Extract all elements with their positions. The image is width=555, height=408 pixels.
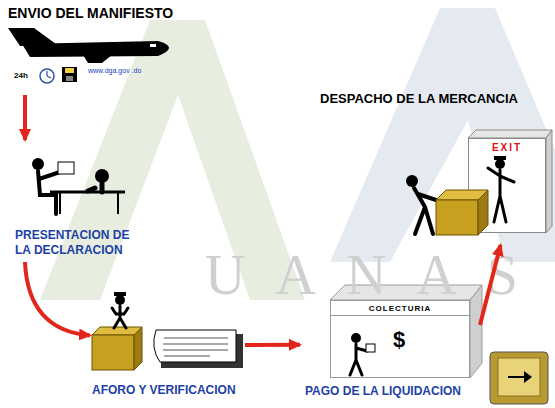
officer-body [488, 168, 514, 222]
step-title: ENVIO DEL MANIFIESTO [8, 5, 223, 21]
flow-arrow [23, 95, 27, 140]
crate-front [436, 200, 478, 235]
officer-head [115, 295, 125, 305]
flow-arrow [25, 262, 90, 335]
time-label: 24h [14, 71, 38, 80]
door-frame-top [468, 130, 552, 138]
floppy-disk-icon [62, 67, 77, 82]
door-frame-side [546, 130, 552, 233]
floppy-label [65, 68, 74, 73]
airplane-fuselage [22, 41, 169, 57]
step-group: AFORO Y VERIFICACION [90, 305, 245, 400]
crate-top [436, 190, 488, 200]
watermark-letter-shape [330, 8, 555, 262]
step-label: PRESENTACION DE LA DECLARACION [15, 228, 147, 258]
crate-side [478, 190, 488, 235]
floppy-shutter [66, 76, 73, 81]
exit-sign: EXIT [469, 142, 545, 153]
exit-door: EXIT [468, 138, 546, 233]
person-body [414, 188, 436, 234]
officer-cap [114, 292, 126, 296]
step-group: ENVIO DEL MANIFIESTO [5, 3, 230, 95]
person-body [38, 171, 60, 214]
website-label: www.dga.gov .do [88, 66, 144, 75]
step-group: PRESENTACION DE LA DECLARACION [10, 140, 160, 262]
crate-top [92, 327, 142, 335]
document-lines [163, 338, 228, 356]
desk-legs [60, 192, 118, 214]
officer-body [112, 306, 128, 328]
step-group: PAGO DE LA LIQUIDACION COLECTURIA $ [300, 280, 480, 400]
currency-symbol: $ [393, 327, 423, 353]
step-label: AFORO Y VERIFICACION [92, 383, 244, 398]
crate-side [134, 327, 142, 370]
step-group: DESPACHO DE LA MERCANCIA EXIT [318, 88, 552, 245]
next-button-face [498, 358, 540, 396]
person-head [406, 175, 418, 187]
person-body [88, 184, 102, 192]
step-title: DESPACHO DE LA MERCANCIA [320, 91, 550, 106]
step-label: PAGO DE LA LIQUIDACION [305, 384, 480, 399]
building-box: COLECTURIA $ [330, 300, 470, 378]
next-arrow-head [524, 371, 532, 383]
airplane-wing [80, 50, 118, 63]
crate-front [92, 335, 134, 370]
airplane-window [150, 44, 156, 47]
document-shadow [161, 334, 243, 368]
flow-arrow [480, 245, 501, 325]
airplane-tail [8, 28, 56, 46]
paper-sheet [58, 162, 74, 174]
document-sheet [154, 330, 236, 362]
paper-sheet [366, 344, 375, 352]
desk-top [50, 191, 125, 194]
person-body [350, 344, 367, 375]
person-head [32, 158, 44, 170]
clock-icon [40, 69, 54, 83]
next-arrow-shaft [508, 376, 526, 378]
officer-cap [494, 156, 506, 160]
person-head [351, 333, 361, 343]
watermark: UANAS [205, 243, 555, 307]
clock-hands [47, 71, 51, 78]
officer-head [495, 159, 505, 169]
flow-arrow [245, 343, 300, 347]
next-button [490, 352, 548, 404]
building-sign: COLECTURIA [331, 304, 469, 316]
person-head [95, 169, 109, 183]
